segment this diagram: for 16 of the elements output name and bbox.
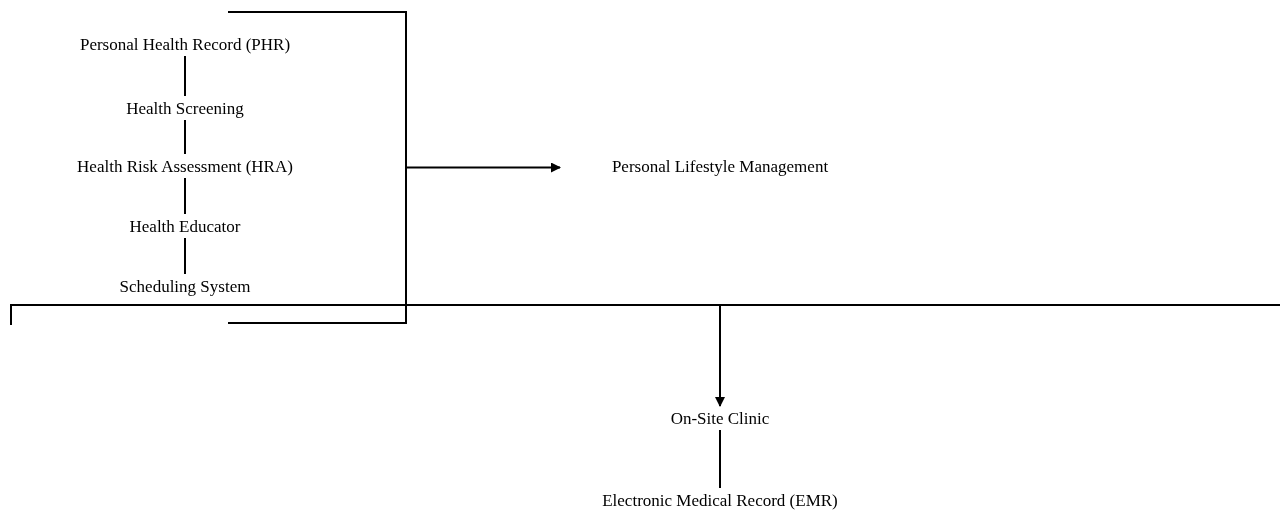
item-label: Personal Health Record (PHR) bbox=[25, 32, 345, 56]
connector-line bbox=[184, 55, 186, 97]
bracket-line bbox=[10, 304, 1280, 325]
connector-line bbox=[184, 119, 186, 155]
connector-line bbox=[719, 429, 721, 489]
item-label: Personal Lifestyle Management bbox=[560, 154, 880, 178]
item-label: Health Screening bbox=[25, 96, 345, 120]
item-label: On-Site Clinic bbox=[560, 406, 880, 430]
item-label: Health Educator bbox=[25, 214, 345, 238]
arrow bbox=[406, 162, 561, 173]
item-label: Electronic Medical Record (EMR) bbox=[520, 488, 920, 512]
item-label: Health Risk Assessment (HRA) bbox=[25, 154, 345, 178]
connector-line bbox=[184, 237, 186, 275]
item-label: Scheduling System bbox=[25, 274, 345, 298]
arrow bbox=[715, 304, 725, 407]
connector-line bbox=[184, 177, 186, 215]
